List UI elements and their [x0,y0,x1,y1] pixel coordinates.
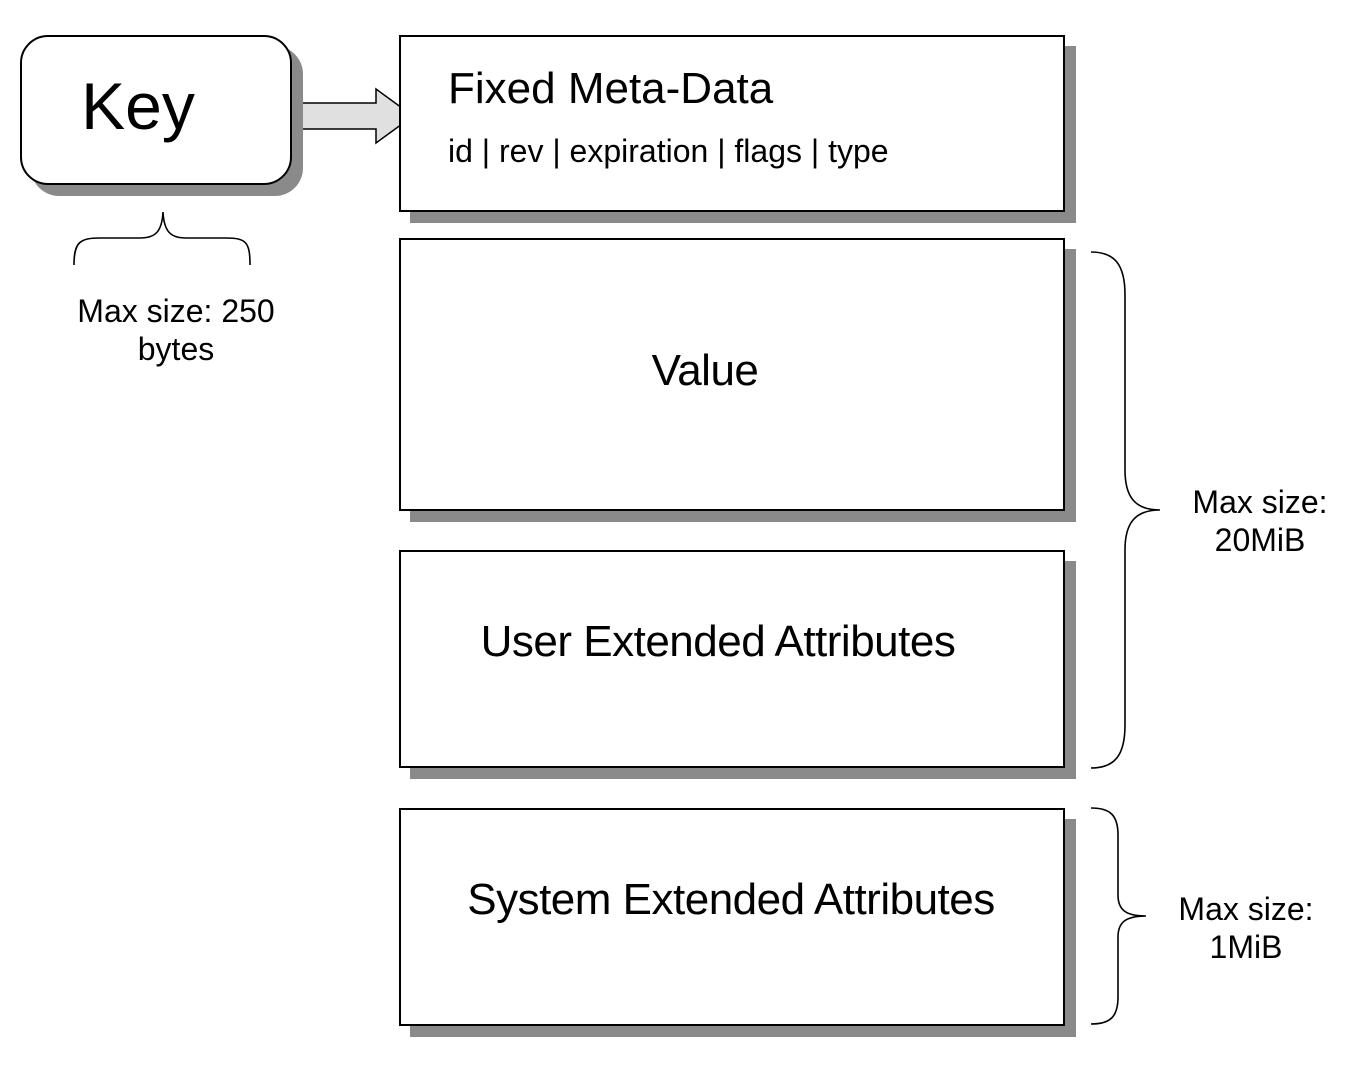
key-label: Key [81,69,195,143]
value-max-size-line1: Max size: [1192,484,1328,520]
value-label: Value [651,345,759,395]
key-max-size-line1: Max size: 250 [77,293,275,329]
key-max-size-note: Max size: 250 bytes [56,292,296,368]
value-box: Value [399,238,1065,511]
user-xattrs-box: User Extended Attributes [399,550,1065,768]
system-max-size-line1: Max size: [1178,891,1314,927]
fixed-metadata-fields: id | rev | expiration | flags | type [448,133,889,169]
key-box: Key [20,35,292,185]
value-max-size-note: Max size: 20MiB [1170,483,1350,559]
fixed-metadata-box: Fixed Meta-Data id | rev | expiration | … [399,35,1065,212]
system-max-size-note: Max size: 1MiB [1156,890,1336,966]
system-xattrs-box: System Extended Attributes [399,808,1065,1026]
value-user-size-brace [1090,251,1161,769]
value-max-size-line2: 20MiB [1214,522,1306,558]
key-max-size-line2: bytes [137,331,215,367]
system-max-size-line2: 1MiB [1209,929,1283,965]
system-xattrs-label: System Extended Attributes [467,875,995,924]
user-xattrs-label: User Extended Attributes [480,617,956,666]
system-size-brace [1090,807,1147,1025]
fixed-metadata-title: Fixed Meta-Data [448,64,774,113]
key-size-brace [73,211,251,266]
